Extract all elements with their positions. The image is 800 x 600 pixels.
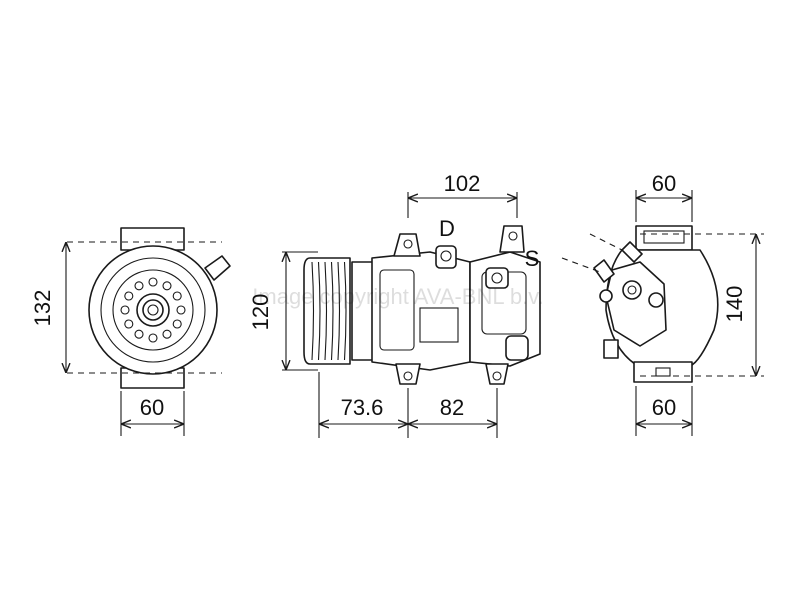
- side-top-length-label: 102: [444, 171, 481, 196]
- rear-port-3: [599, 289, 613, 303]
- bolt-hole: [124, 291, 134, 301]
- front-clutch-plate: [112, 269, 194, 351]
- bolt-hole: [148, 333, 158, 343]
- side-pulley: [303, 257, 351, 365]
- side-body-panel: [379, 269, 415, 351]
- side-view: D S 102 120 73.6 82: [248, 171, 541, 438]
- rear-port-1: [622, 280, 642, 300]
- side-height-label: 120: [248, 294, 273, 331]
- rear-view: 60 140 60: [561, 171, 764, 436]
- bolt-hole: [176, 305, 186, 315]
- bolt-hole: [162, 329, 172, 339]
- rear-height-label: 140: [722, 286, 747, 323]
- front-hub: [136, 293, 170, 327]
- side-electrical-connector: [505, 335, 529, 361]
- front-height-label: 132: [30, 290, 55, 327]
- front-hub-inner: [142, 299, 164, 321]
- side-top-ear-right: [499, 225, 525, 253]
- rear-bottom-width-label: 60: [652, 395, 676, 420]
- watermark: Image copyright AVA-BNL b.v.: [252, 284, 543, 309]
- bolt-hole: [148, 277, 158, 287]
- side-bottom-ear-left: [395, 363, 421, 385]
- rear-port-2: [648, 292, 664, 308]
- front-width-label: 60: [140, 395, 164, 420]
- rear-top-width-label: 60: [652, 171, 676, 196]
- pulley-groove: [311, 261, 315, 361]
- side-discharge-port: [435, 245, 457, 269]
- side-suction-port: [485, 267, 509, 289]
- pulley-groove: [343, 261, 347, 361]
- bolt-hole: [124, 319, 134, 329]
- side-right-length-label: 82: [440, 395, 464, 420]
- side-clutch-coil: [351, 261, 375, 361]
- pulley-groove: [324, 261, 328, 361]
- side-control-block: [419, 307, 459, 343]
- front-bolt-ring: [120, 277, 186, 343]
- rear-fitting-2: [621, 241, 643, 263]
- bolt-hole: [134, 281, 144, 291]
- front-housing: [88, 245, 218, 375]
- rear-bottom-block: [633, 361, 693, 383]
- rear-fitting-1: [593, 259, 615, 283]
- rear-fitting-1-axis: [561, 257, 601, 273]
- bolt-hole: [134, 329, 144, 339]
- bolt-hole: [162, 281, 172, 291]
- discharge-port-label: D: [439, 216, 455, 241]
- rear-connector: [603, 339, 619, 359]
- front-side-fitting: [204, 255, 231, 281]
- pulley-groove: [330, 261, 334, 361]
- pulley-groove: [317, 261, 321, 361]
- rear-fitting-2-axis: [589, 233, 623, 251]
- side-top-ear-left: [393, 233, 421, 257]
- front-pulley-ring: [100, 257, 206, 363]
- bolt-hole: [172, 319, 182, 329]
- side-bottom-ear-right: [485, 363, 509, 385]
- side-left-length-label: 73.6: [341, 395, 384, 420]
- pulley-groove: [337, 261, 341, 361]
- front-view: 132 60: [30, 227, 231, 436]
- front-shaft: [147, 304, 159, 316]
- bolt-hole: [172, 291, 182, 301]
- rear-top-block: [635, 225, 693, 251]
- suction-port-label: S: [525, 246, 540, 271]
- bolt-hole: [120, 305, 130, 315]
